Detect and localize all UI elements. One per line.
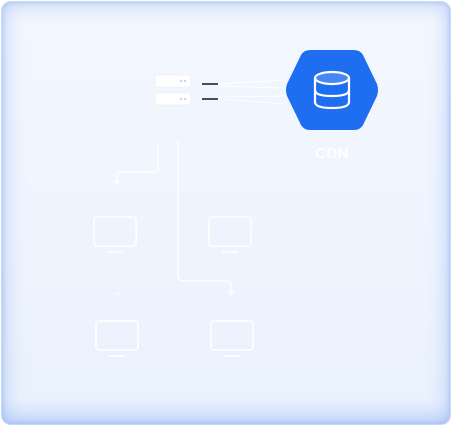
database-icon [313,70,351,110]
faint-arrow-marks [113,179,233,296]
monitor-icon [93,216,137,253]
monitor-icon [208,216,252,253]
routing-lines [113,140,235,297]
cdn-label: CDN [315,145,349,162]
monitor-icon [210,320,254,357]
monitor-icon [95,320,139,357]
cdn-link-lines [217,79,287,105]
server-stack-icon [154,74,192,106]
cdn-node [286,50,378,130]
connector-bars [202,83,218,100]
